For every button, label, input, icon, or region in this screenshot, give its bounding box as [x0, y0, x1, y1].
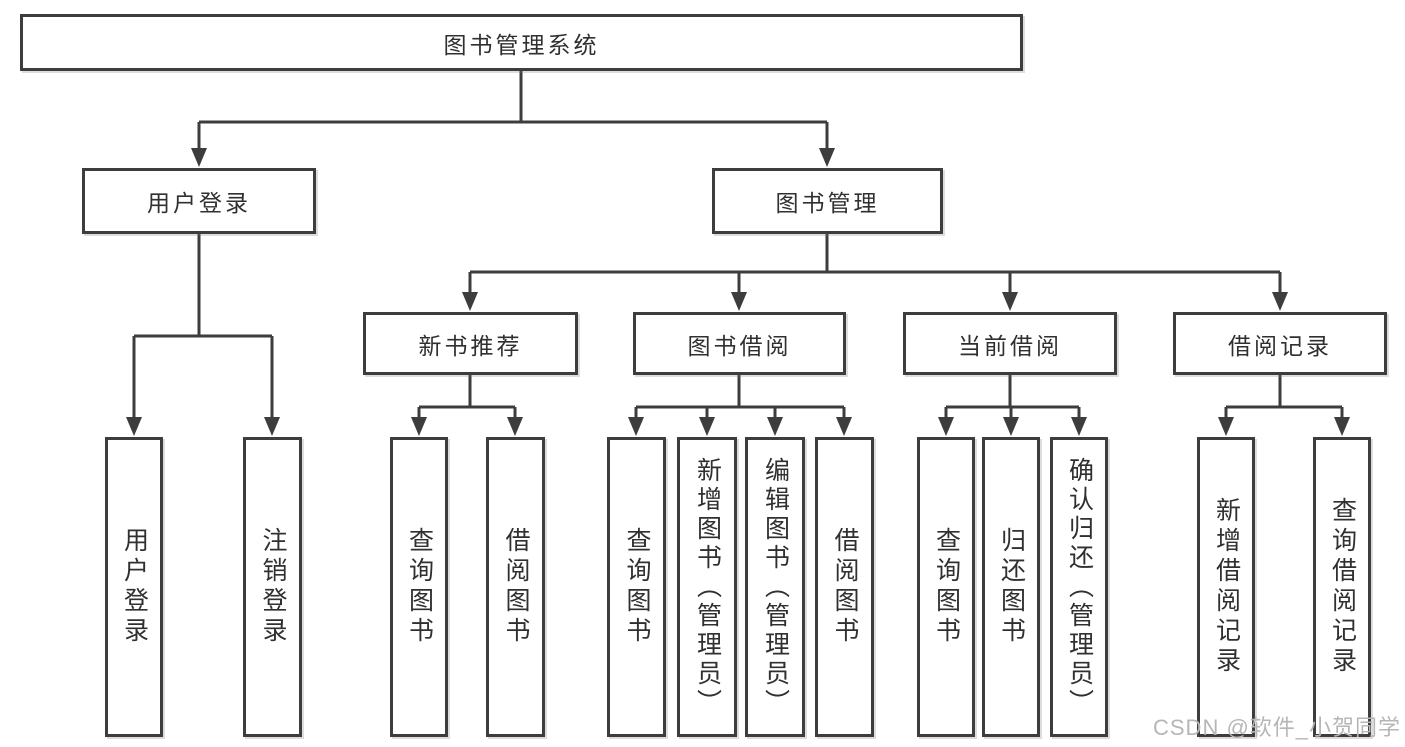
node-label: 图书借阅 [687, 332, 792, 359]
node-label: 借阅图书 [502, 527, 530, 647]
leaf-query-books-borrowing: 查询图书 [607, 437, 666, 737]
leaf-borrow-books-recommendation: 借阅图书 [486, 437, 545, 737]
leaf-query-books-current: 查询图书 [917, 437, 975, 737]
node-label: 新书推荐 [418, 332, 523, 359]
node-label: 借阅图书 [831, 527, 859, 647]
leaf-add-borrow-record: 新增借阅记录 [1197, 437, 1255, 737]
node-label: 归还图书 [997, 527, 1026, 647]
connector-book-management-branch [462, 234, 1288, 311]
node-library-management-system: 图书管理系统 [20, 14, 1023, 71]
leaf-add-books-admin: 新增图书（管理员） [677, 437, 737, 737]
node-current-borrowing: 当前借阅 [903, 312, 1117, 375]
node-borrowing-records: 借阅记录 [1173, 312, 1387, 375]
node-book-borrowing: 图书借阅 [633, 312, 846, 375]
leaf-return-books: 归还图书 [982, 437, 1040, 737]
node-label: 确认归还（管理员） [1065, 456, 1094, 718]
node-label: 当前借阅 [958, 332, 1062, 359]
connector-new-book-recommendation-branch [411, 375, 523, 436]
node-label: 新增图书（管理员） [693, 456, 722, 718]
leaf-query-borrow-record: 查询借阅记录 [1313, 437, 1371, 737]
connector-book-borrowing-branch [628, 375, 852, 436]
node-label: 查询图书 [623, 527, 651, 647]
node-label: 新增借阅记录 [1212, 497, 1241, 677]
leaf-confirm-return-admin: 确认归还（管理员） [1050, 437, 1108, 737]
node-label: 查询图书 [405, 527, 434, 647]
leaf-edit-books-admin: 编辑图书（管理员） [745, 437, 805, 737]
node-label: 图书管理 [775, 190, 880, 216]
node-book-management: 图书管理 [712, 168, 943, 234]
watermark: CSDN @软件_小贺同学 [1153, 715, 1402, 740]
node-label: 用户登录 [120, 527, 149, 647]
node-label: 编辑图书（管理员） [761, 456, 790, 718]
leaf-query-books-recommendation: 查询图书 [390, 437, 448, 737]
connector-borrowing-records-branch [1218, 375, 1350, 436]
node-label: 注销登录 [259, 527, 287, 647]
node-label: 查询借阅记录 [1328, 497, 1357, 677]
node-label: 查询图书 [932, 527, 961, 647]
leaf-user-login: 用户登录 [105, 437, 163, 737]
node-label: 用户登录 [147, 190, 251, 216]
node-new-book-recommendation: 新书推荐 [363, 312, 578, 375]
connector-current-borrowing-branch [938, 375, 1087, 436]
leaf-logout: 注销登录 [243, 437, 302, 737]
connector-root-to-level2 [191, 70, 835, 167]
node-label: 借阅记录 [1228, 332, 1332, 359]
leaf-borrow-books: 借阅图书 [815, 437, 874, 737]
connector-user-login-branch [126, 234, 280, 436]
node-user-login: 用户登录 [82, 168, 316, 234]
node-label: 图书管理系统 [443, 31, 600, 58]
